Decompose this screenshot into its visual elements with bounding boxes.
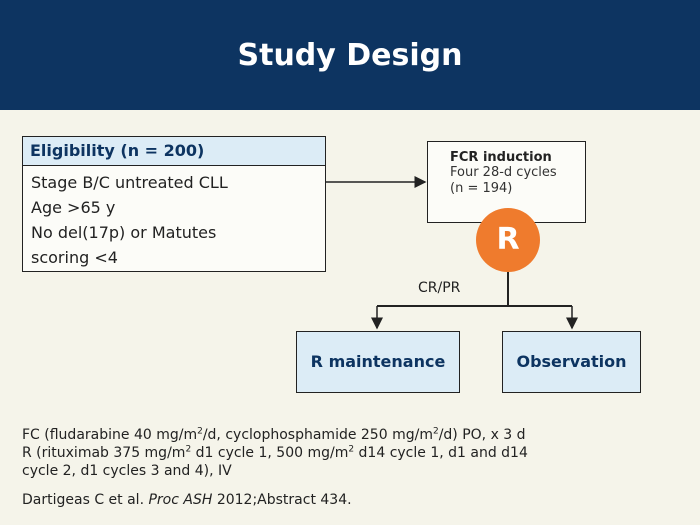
induction-title: FCR induction xyxy=(450,150,552,165)
observation-arm-box: Observation xyxy=(502,331,641,393)
criterion-item: No del(17p) or Matutes xyxy=(31,223,217,242)
citation: Dartigeas C et al. Proc ASH 2012;Abstrac… xyxy=(22,492,352,508)
randomization-node: R xyxy=(476,208,540,272)
footnote-fc: FC (fludarabine 40 mg/m2/d, cyclophospha… xyxy=(22,426,526,443)
page-title: Study Design xyxy=(237,38,463,73)
eligibility-box: Eligibility (n = 200) Stage B/C untreate… xyxy=(22,136,326,272)
maintenance-arm-box: R maintenance xyxy=(296,331,460,393)
eligibility-criteria: Stage B/C untreated CLL Age >65 y No del… xyxy=(23,166,325,274)
footnote-r: R (rituximab 375 mg/m2 d1 cycle 1, 500 m… xyxy=(22,444,528,461)
criterion-item: Age >65 y xyxy=(31,198,116,217)
criterion-item: Stage B/C untreated CLL xyxy=(31,173,228,192)
response-label: CR/PR xyxy=(418,280,461,296)
header-band xyxy=(0,0,700,110)
criterion-item: scoring <4 xyxy=(31,248,118,267)
induction-n: (n = 194) xyxy=(450,181,513,196)
eligibility-heading: Eligibility (n = 200) xyxy=(23,137,325,166)
induction-cycles: Four 28-d cycles xyxy=(450,165,557,180)
footnote-r-continued: cycle 2, d1 cycles 3 and 4), IV xyxy=(22,463,232,479)
